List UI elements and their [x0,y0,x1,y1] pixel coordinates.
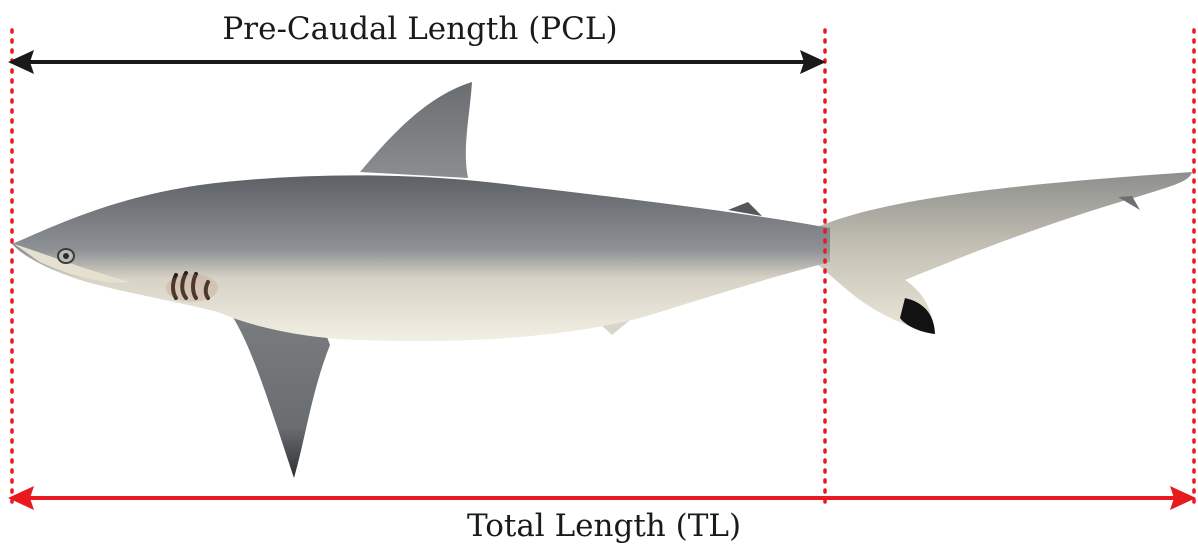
caudal-notch [1118,196,1140,210]
gill-tint [166,274,218,302]
dorsal-fin [360,82,472,178]
tl-label: Total Length (TL) [467,511,741,542]
caudal-fin [815,172,1192,333]
pcl-arrow [8,50,826,74]
shark-body [12,175,830,341]
shark-illustration [12,82,1192,478]
pcl-label: Pre-Caudal Length (PCL) [222,14,617,45]
tl-arrow [8,486,1196,510]
pupil [63,253,69,259]
caudal-fin-tip [900,298,935,334]
